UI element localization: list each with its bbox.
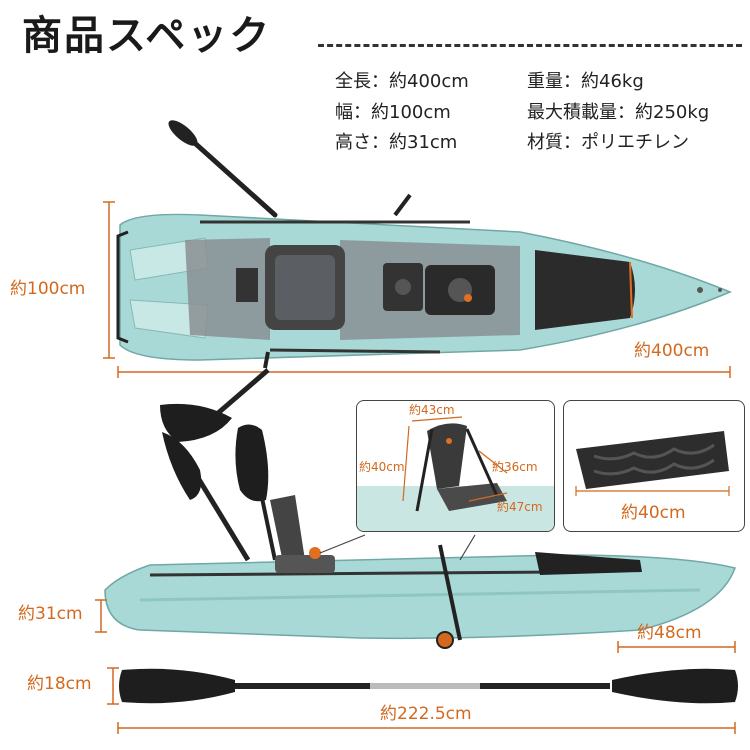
kayak-side-view [104,368,736,649]
top-width-dimension [103,201,115,359]
top-length-label: 約400cm [634,341,710,361]
top-width-label: 約100cm [10,279,86,299]
footrest-detail-panel: 約40cm [563,400,745,532]
spec-material: 材質：ポリエチレン [527,132,689,153]
side-height-label: 約31cm [18,604,83,624]
paddle-blade-dimension [107,667,119,705]
seat-side-1-label: 約36cm [492,460,538,474]
seat-illustration [357,416,554,531]
paddle [119,668,738,704]
footrest-length-label: 約40cm [621,503,686,523]
kayak-top-view [116,120,732,369]
spec-height: 高さ：約31cm [335,132,458,153]
top-length-dimension [117,366,731,378]
seat-detail-panel: 約43cm 約40cm 約36cm 約47cm [356,400,555,532]
paddle-blade-label: 約18cm [27,674,92,694]
footrest-illustration [575,431,730,496]
seat-back-height-label: 約40cm [359,460,405,474]
spec-length: 全長：約400cm [335,71,469,92]
seat-width-label: 約43cm [409,403,455,417]
paddle-length-dimension [117,722,736,734]
side-bow-dimension [617,641,736,653]
spec-max-load: 最大積載量：約250kg [527,102,710,123]
side-bow-label: 約48cm [637,623,702,643]
seat-side-2-label: 約47cm [497,500,543,514]
page-title: 商品スペック [22,13,272,59]
title-divider [318,44,742,47]
side-height-dimension [95,599,107,633]
spec-weight: 重量：約46kg [527,71,644,92]
spec-width: 幅：約100cm [335,102,451,123]
paddle-length-label: 約222.5cm [380,704,472,724]
